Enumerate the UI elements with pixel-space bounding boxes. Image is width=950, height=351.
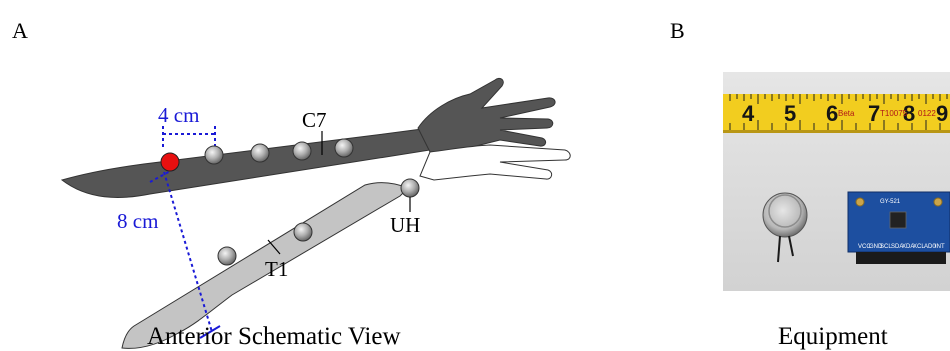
tape-code-text: T10075	[880, 109, 908, 118]
label-t1: T1	[265, 257, 288, 281]
imu-chip	[890, 212, 906, 228]
tape-number-7: 7	[868, 101, 880, 126]
equipment-photo: 4 5 6 7 8 9 Beta T10075 0122 GY-521 VCC …	[723, 72, 950, 291]
tape-number-5: 5	[784, 101, 796, 126]
tape-number-9: 9	[936, 101, 948, 126]
sensor-upper-4	[335, 139, 353, 157]
tape-number-6: 6	[826, 101, 838, 126]
tape-small-text: 0122	[918, 109, 936, 118]
caption-equipment: Equipment	[778, 323, 888, 350]
svg-text:INT: INT	[935, 244, 945, 250]
hand-outline-shape	[420, 145, 570, 180]
panel-b-letter: B	[670, 18, 685, 43]
sensor-forearm-1	[294, 223, 312, 241]
imu-board-title: GY-521	[880, 199, 901, 205]
tape-brand-text: Beta	[838, 109, 855, 118]
sensor-forearm-2	[218, 247, 236, 265]
panel-a-letter: A	[12, 18, 28, 43]
sensor-upper-1	[205, 146, 223, 164]
tape-number-4: 4	[742, 101, 755, 126]
red-reference-marker	[161, 153, 179, 171]
caption-anterior-view: Anterior Schematic View	[147, 323, 401, 350]
hand-dark-shape	[418, 78, 555, 152]
sensor-uh	[401, 179, 419, 197]
imu-mount-hole-left	[856, 198, 864, 206]
label-uh: UH	[390, 213, 420, 237]
sensor-upper-2	[251, 144, 269, 162]
label-c7: C7	[302, 108, 327, 132]
sensor-upper-3	[293, 142, 311, 160]
imu-mount-hole-right	[934, 198, 942, 206]
imu-pin-labels: VCC GND SCL SDA XDA XCL AD0 INT	[858, 244, 945, 250]
imu-pin-header	[856, 252, 946, 264]
label-8cm: 8 cm	[117, 209, 158, 233]
label-4cm: 4 cm	[158, 103, 199, 127]
tape-edge	[723, 130, 950, 133]
